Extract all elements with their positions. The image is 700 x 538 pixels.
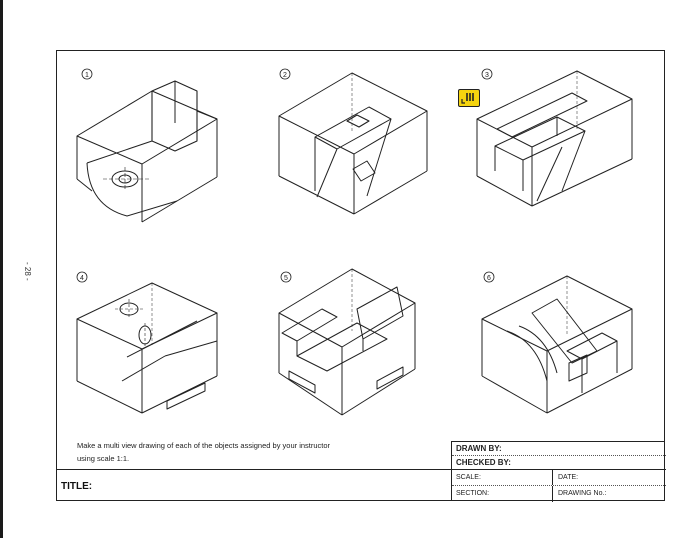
isometric-drawings: 1 2 3 4 5 6 — [76, 68, 633, 416]
title-block: DRAWN BY: CHECKED BY: SCALE: DATE: SECTI… — [451, 441, 666, 502]
sticky-note-glyph — [461, 93, 474, 104]
scale-date-divider — [552, 470, 553, 485]
figure-4-number: 4 — [76, 271, 88, 283]
figure-6-number: 6 — [483, 271, 495, 283]
drawing-no-label: DRAWING No.: — [558, 490, 607, 497]
drawn-by-row: DRAWN BY: — [452, 442, 666, 456]
figure-1-drawing — [76, 80, 218, 223]
figure-6-drawing — [481, 275, 633, 414]
drawn-by-label: DRAWN BY: — [456, 444, 502, 453]
drawing-sheet: 1 2 3 4 5 6 — [56, 50, 666, 502]
section-label: SECTION: — [456, 490, 490, 497]
figure-1-label: 1 — [85, 72, 89, 79]
instruction-line-2: using scale 1:1. — [77, 454, 130, 463]
figure-1-number: 1 — [81, 68, 93, 80]
scale-label: SCALE: — [456, 474, 481, 481]
figure-2-label: 2 — [283, 72, 287, 79]
instruction-line-1: Make a multi view drawing of each of the… — [77, 441, 331, 450]
figure-2-drawing — [278, 72, 428, 215]
figure-3-number: 3 — [481, 68, 493, 80]
figure-3-label: 3 — [485, 72, 489, 79]
section-drawing-divider — [552, 486, 553, 502]
figure-6-label: 6 — [487, 275, 491, 282]
figure-5-number: 5 — [280, 271, 292, 283]
figure-4-label: 4 — [80, 275, 84, 282]
page-left-border — [0, 0, 3, 538]
date-label: DATE: — [558, 474, 579, 481]
instruction-text: Make a multi view drawing of each of the… — [77, 439, 397, 465]
figure-4-drawing — [76, 282, 218, 414]
figure-2-number: 2 — [279, 68, 291, 80]
checked-by-row: CHECKED BY: — [452, 456, 666, 470]
page-number: - 28 - — [23, 262, 32, 281]
section-drawing-row: SECTION: DRAWING No.: — [452, 486, 666, 502]
figure-3-drawing — [476, 70, 633, 207]
checked-by-label: CHECKED BY: — [456, 458, 511, 467]
figure-5-drawing — [278, 268, 416, 416]
figure-5-label: 5 — [284, 275, 288, 282]
sticky-note-icon[interactable] — [458, 89, 480, 107]
scale-date-row: SCALE: DATE: — [452, 470, 666, 486]
title-label: TITLE: — [61, 481, 93, 492]
title-row: TITLE: — [57, 469, 452, 501]
